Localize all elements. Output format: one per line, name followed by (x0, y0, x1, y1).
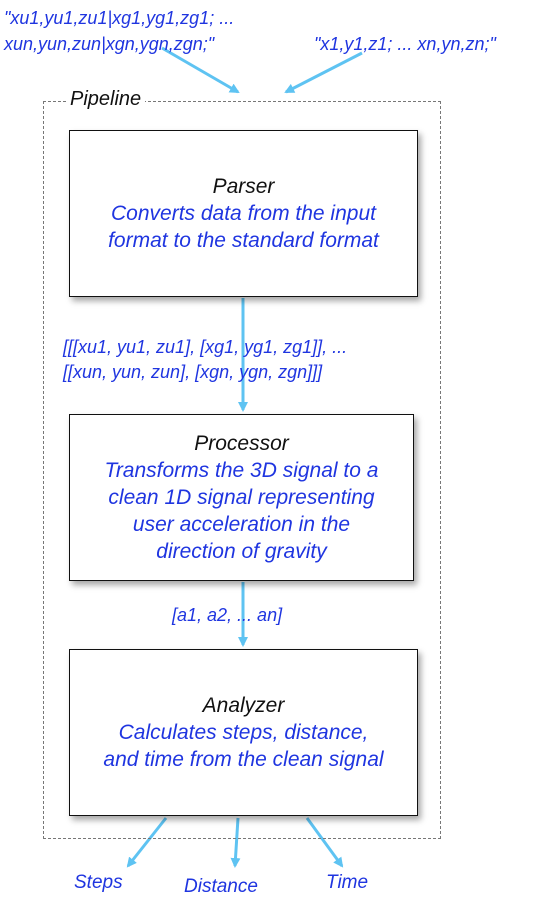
standard-format-line2: [[xun, yun, zun], [xgn, ygn, zgn]]] (63, 362, 323, 382)
output-time: Time (326, 872, 369, 893)
processor-title: Processor (194, 431, 289, 455)
input-format-combined-line2: xun,yun,zun|xgn,ygn,zgn;" (4, 34, 215, 54)
output-arrow-time (305, 817, 344, 868)
processor-description-line2: clean 1D signal representing (108, 485, 375, 509)
output-arrow-distance (230, 817, 241, 868)
processor-description-line1: Transforms the 3D signal to a (104, 458, 379, 482)
parser-box: Parser Converts data from the input form… (69, 130, 418, 297)
processor-description-line3: user acceleration in the (132, 512, 351, 536)
clean-signal-data: [a1, a2, ... an] (172, 605, 283, 625)
parser-description-line1: Converts data from the input (111, 201, 376, 225)
parser-description-line2: format to the standard format (108, 228, 379, 252)
output-steps: Steps (74, 872, 123, 893)
pipeline-container (43, 101, 441, 839)
input-arrow-right (284, 51, 363, 94)
analyzer-box: Analyzer Calculates steps, distance, and… (69, 649, 418, 816)
input-arrow-left (161, 46, 240, 94)
parser-title: Parser (212, 174, 275, 198)
standard-format-line1: [[[xu1, yu1, zu1], [xg1, yg1, zg1]], ... (63, 337, 348, 357)
processor-box: Processor Transforms the 3D signal to a … (69, 414, 414, 581)
analyzer-title: Analyzer (202, 693, 285, 717)
processor-description-line4: direction of gravity (156, 539, 327, 563)
pipeline-label: Pipeline (66, 88, 146, 111)
input-format-simple: "x1,y1,z1; ... xn,yn,zn;" (314, 34, 496, 54)
input-format-combined-line1: "xu1,yu1,zu1|xg1,yg1,zg1; ... (4, 8, 235, 28)
output-distance: Distance (184, 876, 258, 897)
output-arrow-steps (126, 817, 168, 868)
analyzer-description-line1: Calculates steps, distance, (118, 720, 369, 744)
analyzer-description-line2: and time from the clean signal (103, 747, 384, 771)
